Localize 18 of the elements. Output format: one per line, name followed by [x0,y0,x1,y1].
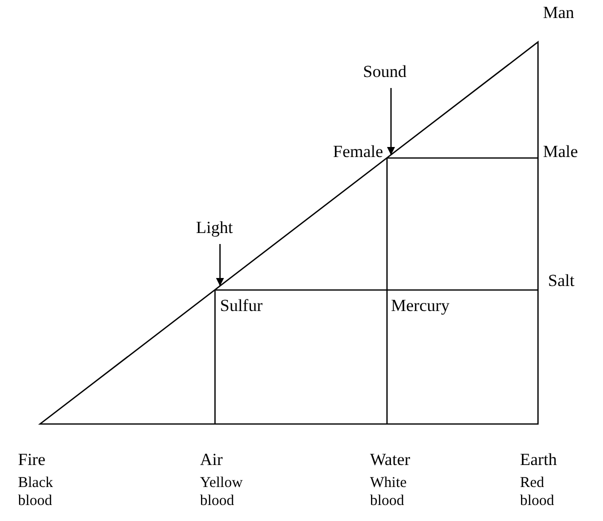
arrow [387,88,395,155]
text-label: Water [370,450,410,470]
text-label: Salt [548,271,574,291]
text-label: Earth [520,450,557,470]
text-label: Man [543,3,574,23]
text-label: Air [200,450,223,470]
arrow [216,244,224,286]
text-label: Yellow blood [200,474,243,510]
text-label: Female [333,142,384,162]
text-label: Sound [363,62,406,82]
text-label: Mercury [391,296,450,316]
text-label: Sulfur [220,296,262,316]
text-label: White blood [370,474,407,510]
text-label: Black blood [18,474,53,510]
text-label: Light [196,218,233,238]
text-label: Red blood [520,474,554,510]
text-label: Fire [18,450,46,470]
text-label: Male [543,142,578,162]
